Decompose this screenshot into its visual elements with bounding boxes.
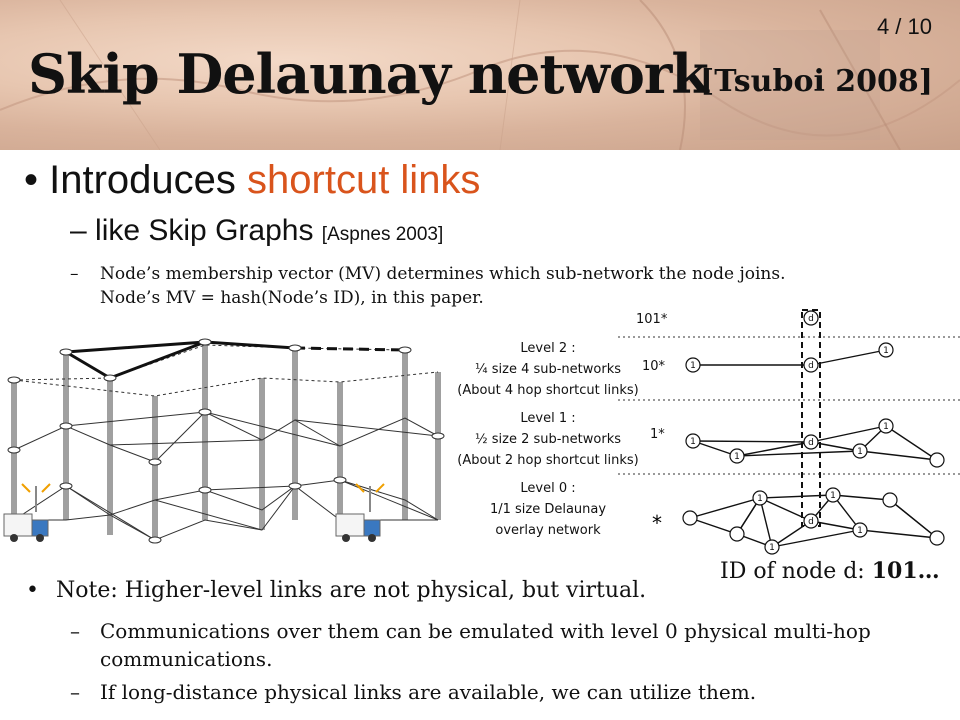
mv-label-1: 1*: [650, 427, 665, 442]
id-value: 101…: [871, 558, 940, 584]
mv-label-10: 10*: [642, 359, 666, 374]
note-text: Note: Higher-level links are not physica…: [56, 578, 647, 603]
level2-triangle: [65, 340, 406, 380]
id-of-node-d: ID of node d: 101…: [720, 558, 940, 584]
node-d-l2: d: [808, 361, 814, 371]
level0-line3: overlay network: [495, 523, 601, 538]
node-1: 1: [690, 437, 696, 447]
mv-label-101: 101*: [636, 312, 668, 327]
slide-title: Skip Delaunay network: [28, 42, 709, 106]
note-bullet: • Note: Higher-level links are not physic…: [26, 578, 646, 603]
dash-mark: –: [70, 619, 80, 643]
page-number: 4 / 10: [876, 14, 932, 39]
node-d-l3: d: [808, 314, 814, 324]
header-banner: Skip Delaunay network [Tsuboi 2008] 4 / …: [0, 0, 960, 150]
sub-bullet-skip-graphs: – like Skip Graphs [Aspnes 2003]: [70, 214, 444, 247]
node-1: 1: [734, 452, 740, 462]
level1-mesh: [13, 411, 439, 463]
note-sub-1: –Communications over them can be emulate…: [70, 617, 930, 673]
mv-line-1: Node’s membership vector (MV) determines…: [100, 264, 786, 284]
level2-dashed: [13, 344, 439, 397]
level0-line2: 1/1 size Delaunay: [490, 502, 606, 517]
truck-icon: [3, 483, 51, 542]
bullet-text: Introduces: [49, 158, 248, 202]
node-1: 1: [857, 447, 863, 457]
node-marks: d d d d 1 1 1 1 1 1 1 1 1 1: [690, 314, 889, 553]
node-1: 1: [883, 422, 889, 432]
node-1: 1: [857, 526, 863, 536]
level1-line2: ½ size 2 sub-networks: [475, 432, 621, 447]
note-sub-1-text: Communications over them can be emulated…: [100, 619, 871, 671]
node-d-column: [801, 309, 821, 527]
dash-mark: –: [70, 264, 79, 284]
map-background: [0, 0, 960, 150]
node-1: 1: [830, 491, 836, 501]
level0-mesh: [13, 479, 439, 541]
level1-line1: Level 1 :: [520, 411, 575, 426]
note-sub-2-text: If long-distance physical links are avai…: [100, 680, 757, 704]
mv-label-star: *: [652, 511, 662, 535]
level-separators: [618, 336, 960, 475]
sub-bullet-citation: [Aspnes 2003]: [321, 224, 444, 245]
node-d-l0: d: [808, 517, 814, 527]
level0-line1: Level 0 :: [520, 481, 575, 496]
node-d-l1: d: [808, 438, 814, 448]
level-descriptions: Level 2 : ¼ size 4 sub-networks (About 4…: [457, 341, 638, 538]
level2-line2: ¼ size 4 sub-networks: [475, 362, 621, 377]
bullet-shortcut-links: • Introduces shortcut links: [24, 158, 481, 202]
diagram-nodes: [7, 338, 445, 544]
mv-line-2: Node’s MV = hash(Node’s ID), in this pap…: [100, 288, 484, 308]
id-prefix: ID of node d:: [720, 559, 872, 584]
node-1: 1: [690, 361, 696, 371]
level1-line3: (About 2 hop shortcut links): [457, 453, 638, 468]
level2-line1: Level 2 :: [520, 341, 575, 356]
right-graph-nodes: [682, 310, 945, 555]
bullet-mark: •: [26, 578, 39, 603]
pillars: [11, 345, 441, 540]
truck-icon-2: [335, 483, 385, 542]
sub-bullet-text: like Skip Graphs: [95, 214, 322, 247]
note-sub-2: –If long-distance physical links are ava…: [70, 680, 756, 704]
dash-mark: –: [70, 680, 80, 704]
level2-line3: (About 4 hop shortcut links): [457, 383, 638, 398]
accent-text: shortcut links: [247, 158, 481, 202]
node-1: 1: [883, 346, 889, 356]
node-1: 1: [769, 543, 775, 553]
network-diagram: Level 2 : ¼ size 4 sub-networks (About 4…: [3, 309, 960, 555]
title-citation: [Tsuboi 2008]: [700, 64, 933, 99]
node-1: 1: [757, 494, 763, 504]
